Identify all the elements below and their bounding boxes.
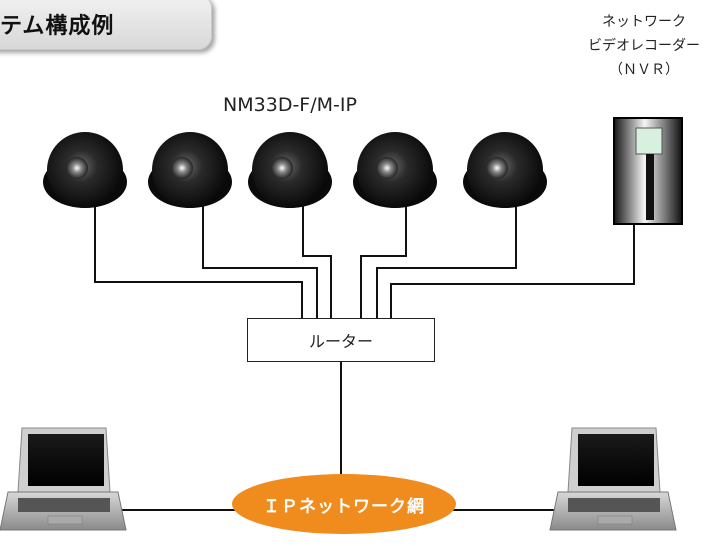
camera-5-cable xyxy=(376,205,517,318)
router-box: ルーター xyxy=(247,318,435,362)
nvr-label-line2: ビデオレコーダー xyxy=(588,38,700,54)
nvr-label-line3: （ＮＶＲ） xyxy=(609,62,679,78)
nvr-label: ネットワーク ビデオレコーダー （ＮＶＲ） xyxy=(560,10,728,82)
camera-2-cable xyxy=(202,205,318,318)
camera-5 xyxy=(463,132,547,208)
connection-lines xyxy=(94,205,635,511)
camera-2 xyxy=(148,132,232,208)
laptop-left xyxy=(0,427,127,531)
camera-3 xyxy=(248,132,332,208)
router-label: ルーター xyxy=(308,332,373,351)
ip-network-cloud xyxy=(232,474,456,534)
page-title: テム構成例 xyxy=(0,14,115,39)
laptop-right xyxy=(549,427,677,531)
ip-network-label: ＩＰネットワーク網 xyxy=(263,496,425,517)
nvr-label-line1: ネットワーク xyxy=(602,14,686,30)
camera-4-cable xyxy=(360,205,407,318)
camera-model-label: NM33D-F/M-IP xyxy=(223,94,357,116)
nvr-cable xyxy=(390,224,635,318)
camera-3-cable xyxy=(302,205,332,318)
header-tab xyxy=(0,0,212,50)
nvr-device xyxy=(613,117,683,225)
camera-4 xyxy=(353,132,437,208)
camera-1-cable xyxy=(94,205,303,318)
camera-1 xyxy=(43,132,127,208)
nvr-indicator xyxy=(635,127,663,155)
